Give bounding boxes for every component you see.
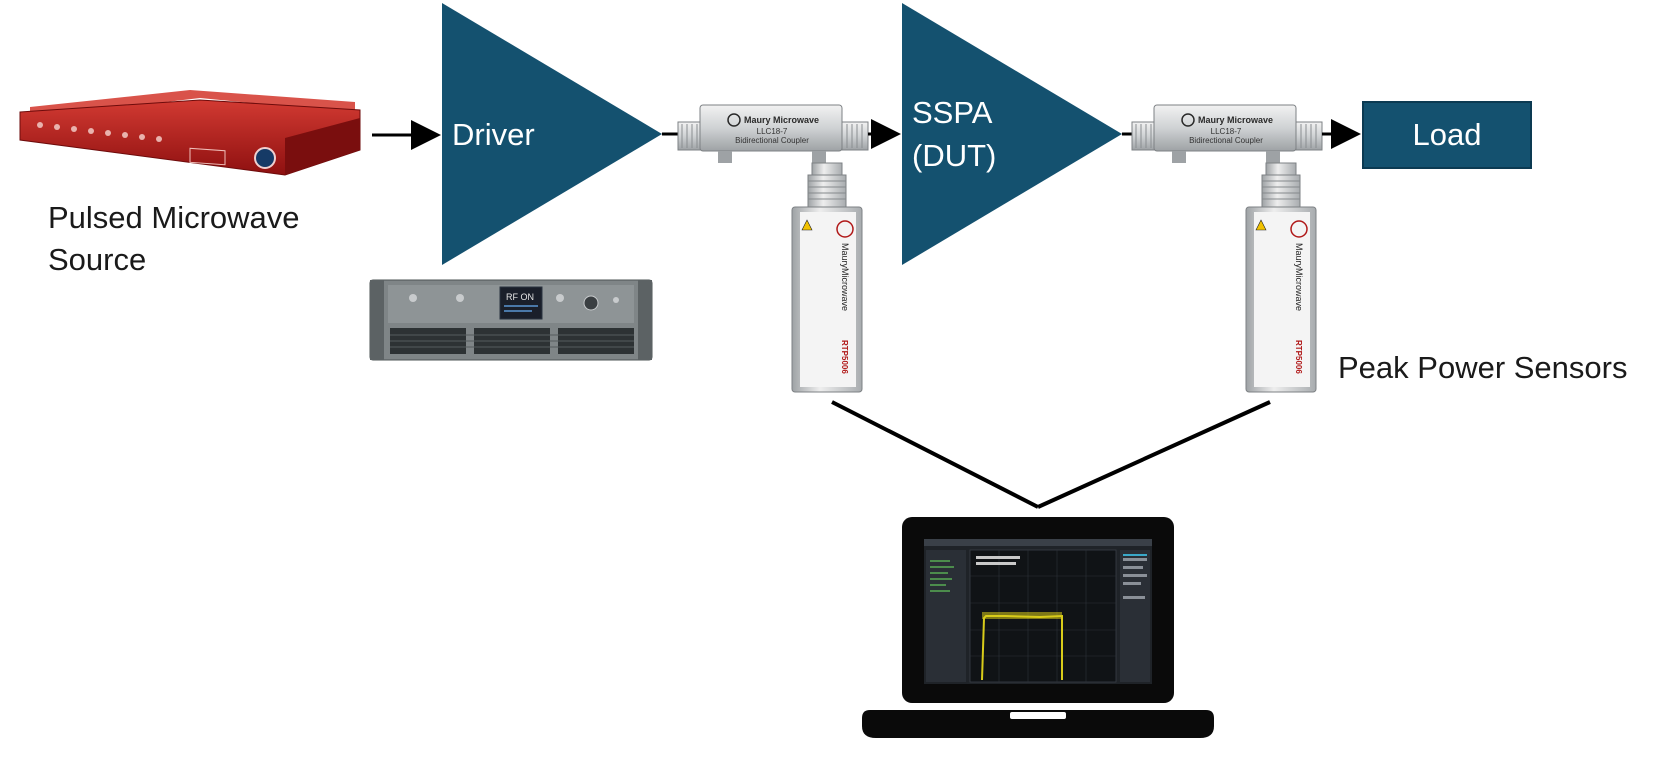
coupler-1-desc: Bidirectional Coupler [735, 136, 809, 145]
source-caption-line1: Pulsed Microwave [48, 200, 300, 235]
sspa-label-line2: (DUT) [912, 138, 997, 173]
pulsed-source-device [19, 90, 361, 176]
driver-display-text: RF ON [506, 292, 534, 302]
sensor-2-brand: MauryMicrowave [1294, 243, 1304, 311]
sensor-1-model: RTP5006 [840, 340, 849, 374]
laptop [862, 517, 1214, 738]
sensor-1-cable [831, 400, 1039, 509]
sensor-2-cable [1037, 400, 1271, 509]
source-caption-line2: Source [48, 242, 147, 277]
peak-power-sensor-2: MauryMicrowave RTP5006 [1245, 162, 1317, 393]
sensor-2-model: RTP5006 [1294, 340, 1303, 374]
coupler-1: Maury Microwave LLC18-7 Bidirectional Co… [677, 104, 869, 163]
driver-rack-unit: RF ON [369, 279, 653, 361]
sensor-1-brand: MauryMicrowave [840, 243, 850, 311]
coupler-2-desc: Bidirectional Coupler [1189, 136, 1263, 145]
coupler-2: Maury Microwave LLC18-7 Bidirectional Co… [1131, 104, 1323, 163]
load-block: Load [1362, 101, 1532, 169]
peak-power-sensor-1: MauryMicrowave RTP5006 [791, 162, 863, 393]
coupler-1-model: LLC18-7 [757, 127, 788, 136]
coupler-2-brand: Maury Microwave [1198, 115, 1273, 125]
driver-label: Driver [452, 117, 535, 152]
sspa-dut-amplifier [902, 3, 1122, 265]
driver-amplifier [442, 3, 662, 265]
load-label: Load [1412, 117, 1482, 152]
coupler-2-model: LLC18-7 [1211, 127, 1242, 136]
coupler-1-brand: Maury Microwave [744, 115, 819, 125]
sensors-caption: Peak Power Sensors [1338, 350, 1628, 385]
sspa-label-line1: SSPA [912, 95, 993, 130]
